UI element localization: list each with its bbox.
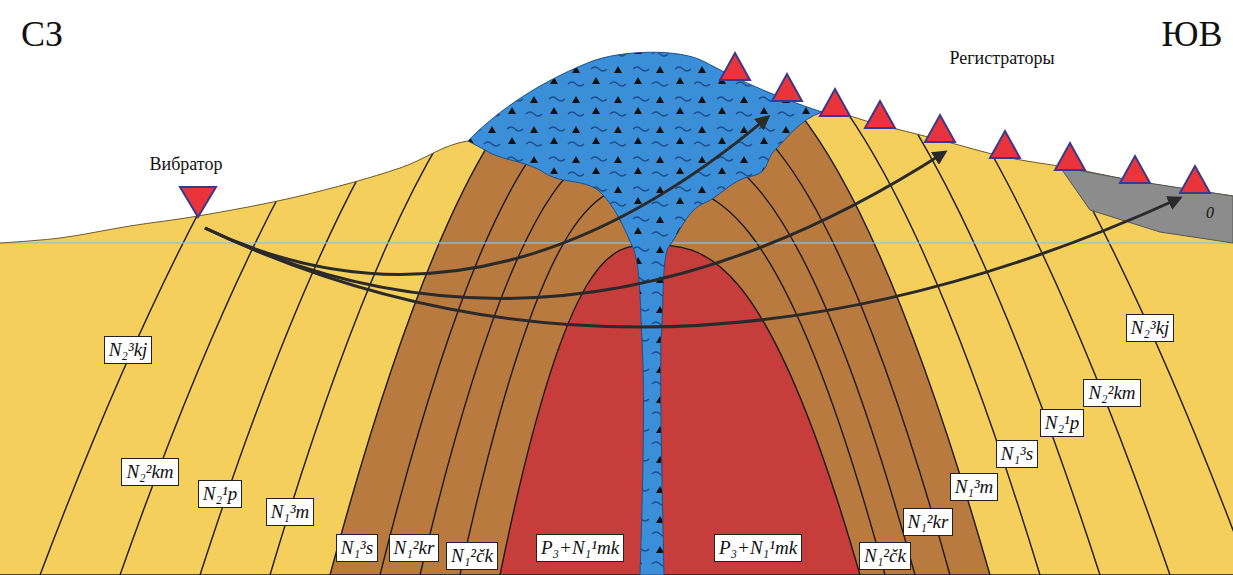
formation-label: N₂²km <box>121 458 178 486</box>
receivers-label: Регистраторы <box>949 48 1054 69</box>
receiver-symbol <box>820 89 850 116</box>
formation-index: N₁³s <box>341 536 373 560</box>
formation-index: N₁²kr <box>908 510 949 534</box>
receiver-symbol <box>865 101 895 128</box>
receiver-symbol <box>720 53 750 80</box>
formation-label: P₃+N₁¹mk <box>714 534 802 562</box>
formation-label: N₁²kr <box>903 508 954 536</box>
receiver-symbol <box>990 131 1020 158</box>
receiver-symbol <box>925 115 955 142</box>
receiver-symbol <box>1120 156 1150 183</box>
formation-index: N₁²kr <box>394 536 435 560</box>
rock-layer <box>40 0 1233 575</box>
formation-index: N₁³s <box>1001 442 1033 466</box>
ray-path <box>205 152 945 298</box>
formation-index: N₁²čk <box>451 544 493 568</box>
formation-index: N₁³m <box>271 500 310 524</box>
formation-index: N₂¹p <box>1045 411 1079 435</box>
formation-index: N₂³kj <box>1131 316 1170 340</box>
formation-label: N₁²kr <box>389 534 440 562</box>
index-label: 0 <box>1206 204 1214 222</box>
formation-label: N₂²km <box>1083 379 1140 407</box>
rock-layer <box>500 245 860 575</box>
formation-label: N₂³kj <box>1126 314 1175 342</box>
ray-path <box>205 198 1180 327</box>
direction-label: СЗ <box>21 13 63 55</box>
formation-label: N₂¹p <box>198 480 242 508</box>
formation-label: N₁³s <box>996 440 1038 468</box>
formation-label: N₁²čk <box>859 542 911 570</box>
sea-level <box>0 242 1233 244</box>
formation-label: N₂¹p <box>1040 409 1084 437</box>
formation-index: N₂¹p <box>203 482 237 506</box>
formation-index: N₂²km <box>126 460 173 484</box>
formation-index: P₃+N₁¹mk <box>719 536 797 560</box>
formation-index: N₂³kj <box>109 338 148 362</box>
formation-label: N₁³m <box>266 498 315 526</box>
formation-index: N₁³m <box>955 475 994 499</box>
formation-label: P₃+N₁¹mk <box>536 534 624 562</box>
ray-paths <box>205 117 1180 327</box>
receiver-symbol <box>1180 166 1210 193</box>
formation-label: N₁³s <box>336 534 378 562</box>
formation-index: N₂²km <box>1088 381 1135 405</box>
rock-layer <box>200 0 1100 575</box>
rock-layer <box>330 40 990 575</box>
mud-volcano <box>468 52 822 575</box>
source-label: Вибратор <box>150 154 223 175</box>
formation-label: N₁³m <box>950 473 999 501</box>
receiver-symbol <box>1055 143 1085 170</box>
receiver-symbol <box>772 74 802 101</box>
vibrator-symbol <box>180 187 216 217</box>
direction-label: ЮВ <box>1161 13 1222 55</box>
ray-path <box>205 117 768 274</box>
formation-label: N₁²čk <box>446 542 498 570</box>
formation-index: N₁²čk <box>864 544 906 568</box>
formation-label: N₂³kj <box>104 336 153 364</box>
rock-layer <box>120 0 1170 575</box>
formation-index: P₃+N₁¹mk <box>541 536 619 560</box>
